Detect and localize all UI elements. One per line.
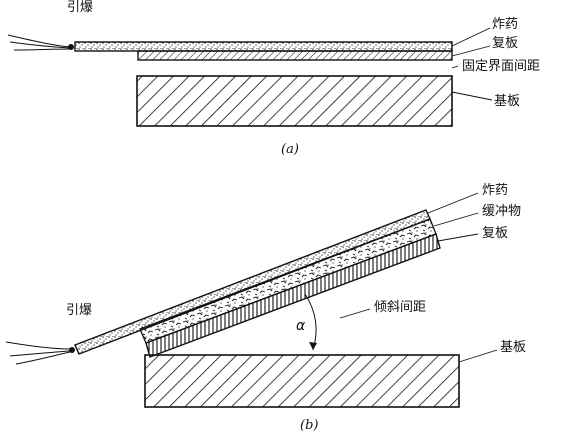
panel-b: α 引爆 炸药 缓冲物 复板 倾斜间距 基板 (b) [5, 183, 526, 433]
leader-base-a [451, 91, 493, 101]
leader-explosive-b [427, 192, 479, 214]
leader-cladding-b [437, 233, 479, 242]
detonator-wires-a [7, 34, 71, 51]
explosive-layer-a [74, 41, 453, 52]
caption-b: (b) [300, 418, 318, 433]
leader-standoff-a [451, 65, 459, 69]
label-explosive-a: 炸药 [492, 17, 518, 32]
base-plate-b [144, 354, 460, 408]
explosive-layer-b [74, 209, 431, 355]
angle-alpha-label: α [296, 318, 306, 334]
detonator-a [68, 44, 74, 50]
label-standoff-b: 倾斜间距 [374, 300, 426, 315]
caption-a: (a) [281, 142, 299, 157]
panel-a: 引爆 炸药 复板 固定界面间距 基板 (a) [7, 0, 540, 157]
base-plate-a [136, 75, 453, 127]
leader-explosive-a [451, 27, 491, 47]
leader-base-b [458, 349, 498, 363]
leader-standoff-b [339, 308, 371, 319]
inclined-plate-stack [74, 209, 441, 358]
cladding-plate-b [145, 233, 441, 358]
label-standoff-a: 固定界面间距 [462, 59, 540, 74]
leader-cladding-a [451, 45, 491, 57]
label-explosive-b: 炸药 [482, 183, 508, 198]
leader-buffer-b [433, 212, 479, 227]
label-buffer-b: 缓冲物 [482, 204, 521, 219]
detonator-wires-b [5, 341, 71, 365]
label-base-b: 基板 [500, 340, 526, 355]
detonator-b [69, 347, 75, 353]
buffer-layer-b [139, 218, 437, 344]
label-detonation-a: 引爆 [67, 0, 93, 15]
angle-indicator [304, 293, 317, 351]
label-cladding-b: 复板 [482, 226, 508, 241]
label-cladding-a: 复板 [492, 36, 518, 51]
label-detonation-b: 引爆 [66, 303, 92, 318]
cladding-plate-a [137, 50, 453, 61]
label-base-a: 基板 [494, 94, 520, 109]
